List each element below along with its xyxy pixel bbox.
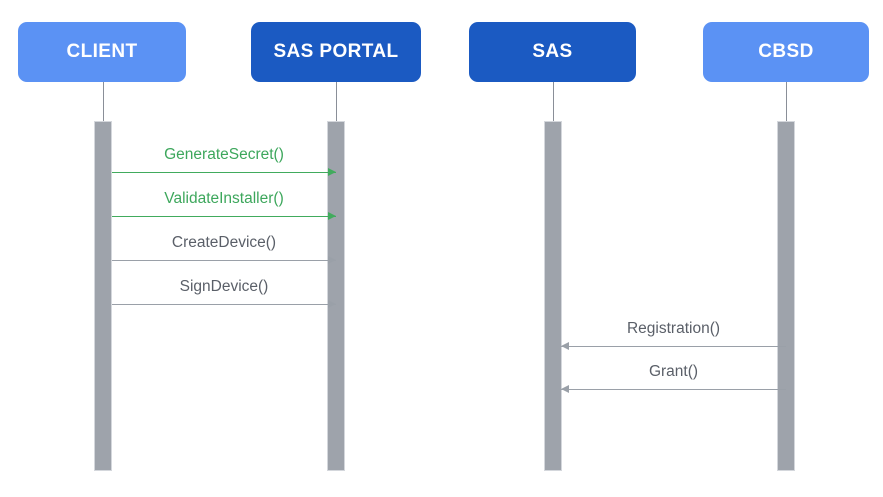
message-label-validate-installer: ValidateInstaller(): [164, 190, 284, 207]
lifeline-stem-sas: [553, 82, 554, 121]
message-line-registration: [561, 346, 786, 347]
arrow-head-create-device: [328, 256, 336, 264]
activation-bar-sas-portal: [327, 121, 345, 471]
participant-label-sas-portal: SAS PORTAL: [273, 41, 399, 62]
message-label-generate-secret: GenerateSecret(): [164, 146, 284, 163]
message-label-create-device: CreateDevice(): [171, 234, 277, 251]
arrow-head-generate-secret: [328, 168, 336, 176]
participant-box-client[interactable]: CLIENT: [18, 22, 186, 82]
message-label-sign-device: SignDevice(): [179, 278, 269, 295]
participant-box-sas-portal[interactable]: SAS PORTAL: [251, 22, 421, 82]
participant-label-client: CLIENT: [66, 41, 138, 62]
activation-bar-sas: [544, 121, 562, 471]
activation-bar-client: [94, 121, 112, 471]
message-line-validate-installer: [112, 216, 336, 217]
arrow-head-sign-device: [328, 300, 336, 308]
participant-box-cbsd[interactable]: CBSD: [703, 22, 869, 82]
lifeline-stem-cbsd: [786, 82, 787, 121]
message-line-sign-device: [112, 304, 336, 305]
activation-bar-cbsd: [777, 121, 795, 471]
arrow-head-registration: [561, 342, 569, 350]
message-label-grant: Grant(): [648, 363, 699, 380]
participant-label-cbsd: CBSD: [758, 41, 814, 62]
message-line-generate-secret: [112, 172, 336, 173]
message-line-grant: [561, 389, 786, 390]
arrow-head-grant: [561, 385, 569, 393]
message-label-registration: Registration(): [626, 320, 721, 337]
participant-label-sas: SAS: [532, 41, 573, 62]
lifeline-stem-client: [103, 82, 104, 121]
message-line-create-device: [112, 260, 336, 261]
lifeline-stem-sas-portal: [336, 82, 337, 121]
participant-box-sas[interactable]: SAS: [469, 22, 636, 82]
arrow-head-validate-installer: [328, 212, 336, 220]
